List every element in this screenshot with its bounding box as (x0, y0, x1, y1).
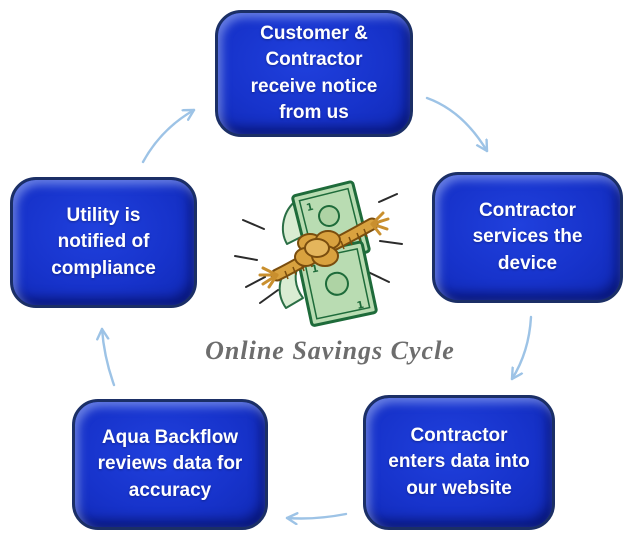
arrow-right-to-bottom-right (510, 315, 533, 381)
arrow-left-to-top (141, 108, 196, 164)
node-customer-contractor-notice: Customer & Contractor receive notice fro… (215, 10, 413, 137)
diagram-title: Online Savings Cycle (205, 336, 455, 365)
node-aqua-backflow-reviews: Aqua Backflow reviews data for accuracy (72, 399, 268, 530)
node-label: Contractor enters data into our website (388, 425, 530, 499)
node-label: Utility is notified of compliance (51, 205, 156, 279)
arrow-bottom-left-to-left (102, 327, 116, 387)
node-label: Contractor services the device (472, 200, 583, 274)
arrow-bottom-right-to-bottom-left (285, 514, 348, 519)
node-label: Customer & Contractor receive notice fro… (250, 23, 378, 123)
svg-text:1: 1 (356, 300, 365, 312)
money-bundle-icon: 1 1 1 1 (234, 180, 403, 327)
node-contractor-services-device: Contractor services the device (432, 172, 623, 303)
node-label: Aqua Backflow reviews data for accuracy (97, 427, 243, 501)
rope (258, 211, 390, 289)
svg-text:1: 1 (310, 263, 319, 275)
arrow-top-to-right (425, 96, 489, 153)
node-contractor-enters-data: Contractor enters data into our website (363, 395, 555, 530)
node-utility-notified: Utility is notified of compliance (10, 177, 197, 308)
svg-text:1: 1 (305, 202, 314, 214)
